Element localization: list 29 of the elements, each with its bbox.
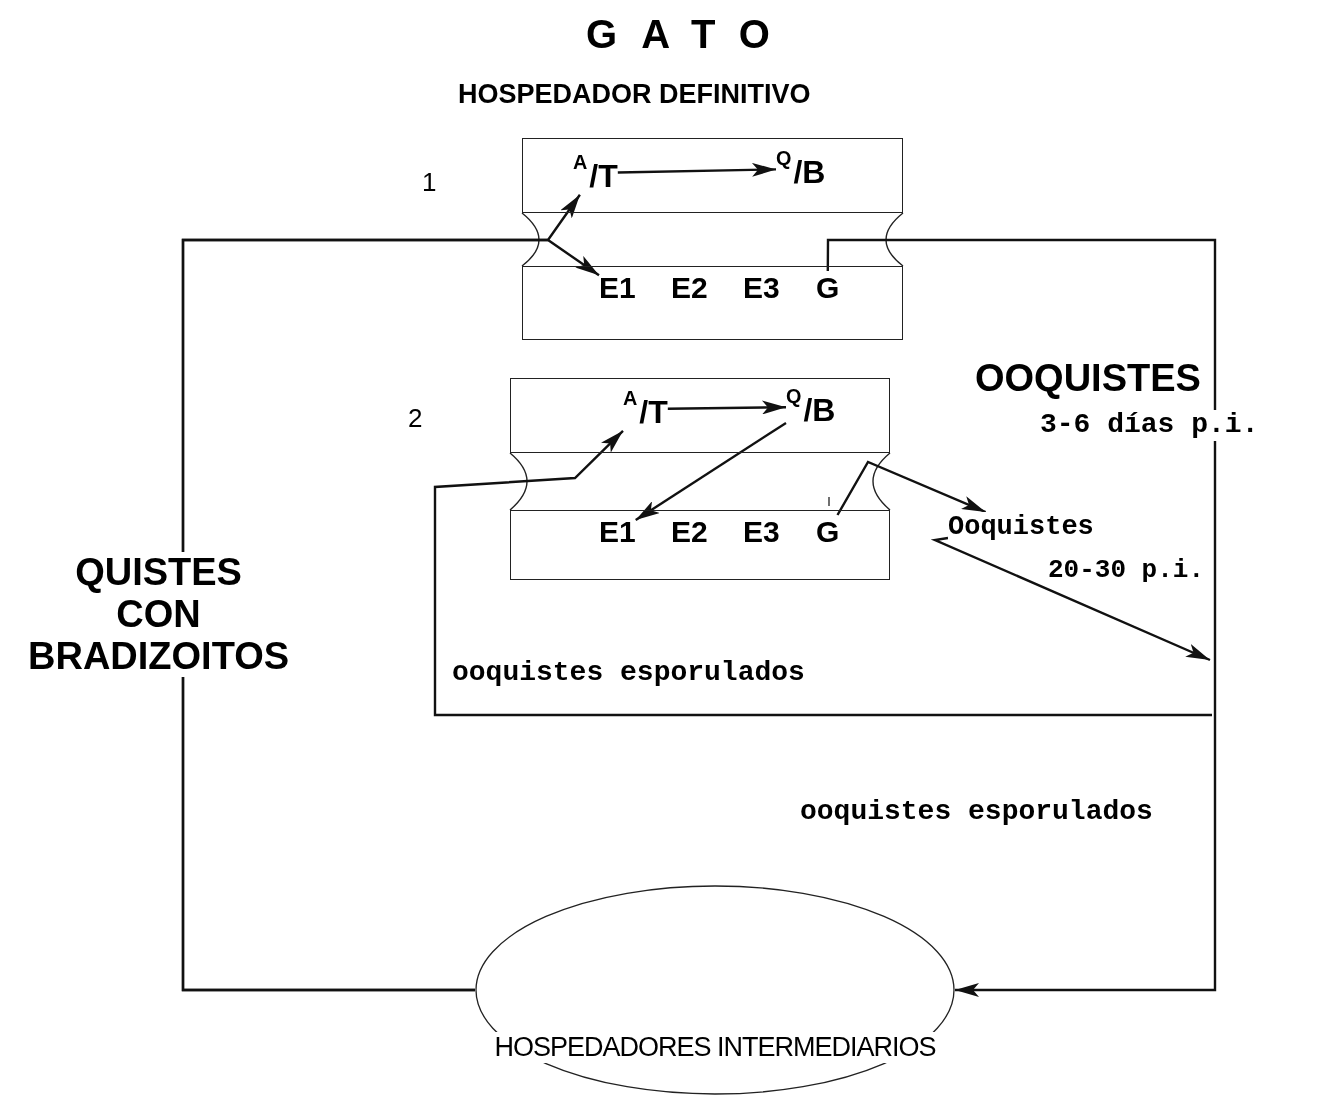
intestine-panel bbox=[510, 510, 890, 580]
diagram-label: QUISTES CON BRADIZOITOS bbox=[28, 552, 290, 678]
stage-symbol: G bbox=[816, 271, 840, 305]
stage-symbol: E3 bbox=[743, 271, 780, 305]
intestine-panel bbox=[522, 266, 903, 340]
stage-symbol: E2 bbox=[671, 515, 708, 549]
intestine-panel bbox=[510, 378, 890, 453]
stage-symbol: $^{Q}$/B bbox=[786, 385, 836, 429]
stage-label: Ooquistes bbox=[948, 512, 1094, 542]
stage-symbol: $^{A}$/T bbox=[573, 151, 618, 195]
intestine-panel bbox=[522, 138, 903, 213]
stage-symbol: G bbox=[816, 515, 840, 549]
stage-symbol: E2 bbox=[671, 271, 708, 305]
stage-symbol: $^{A}$/T bbox=[623, 387, 668, 431]
diagram-label: 20-30 p.i. bbox=[1048, 556, 1205, 585]
stage-symbol: $^{Q}$/B bbox=[776, 147, 826, 191]
diagram-label: ooquistes esporulados bbox=[452, 658, 805, 689]
arrow bbox=[667, 400, 786, 415]
stage-symbol: E1 bbox=[599, 271, 636, 305]
arrow bbox=[617, 162, 777, 177]
stage-symbol: E3 bbox=[743, 515, 780, 549]
stage-symbol: E1 bbox=[599, 515, 636, 549]
diagram-title: GATO bbox=[585, 12, 795, 57]
arrow bbox=[433, 429, 1212, 717]
arrow bbox=[836, 460, 987, 516]
arrow bbox=[826, 238, 1217, 997]
diagram-label: ooquistes esporulados bbox=[800, 797, 1153, 828]
arrow bbox=[635, 421, 787, 522]
arrow bbox=[930, 536, 1211, 662]
